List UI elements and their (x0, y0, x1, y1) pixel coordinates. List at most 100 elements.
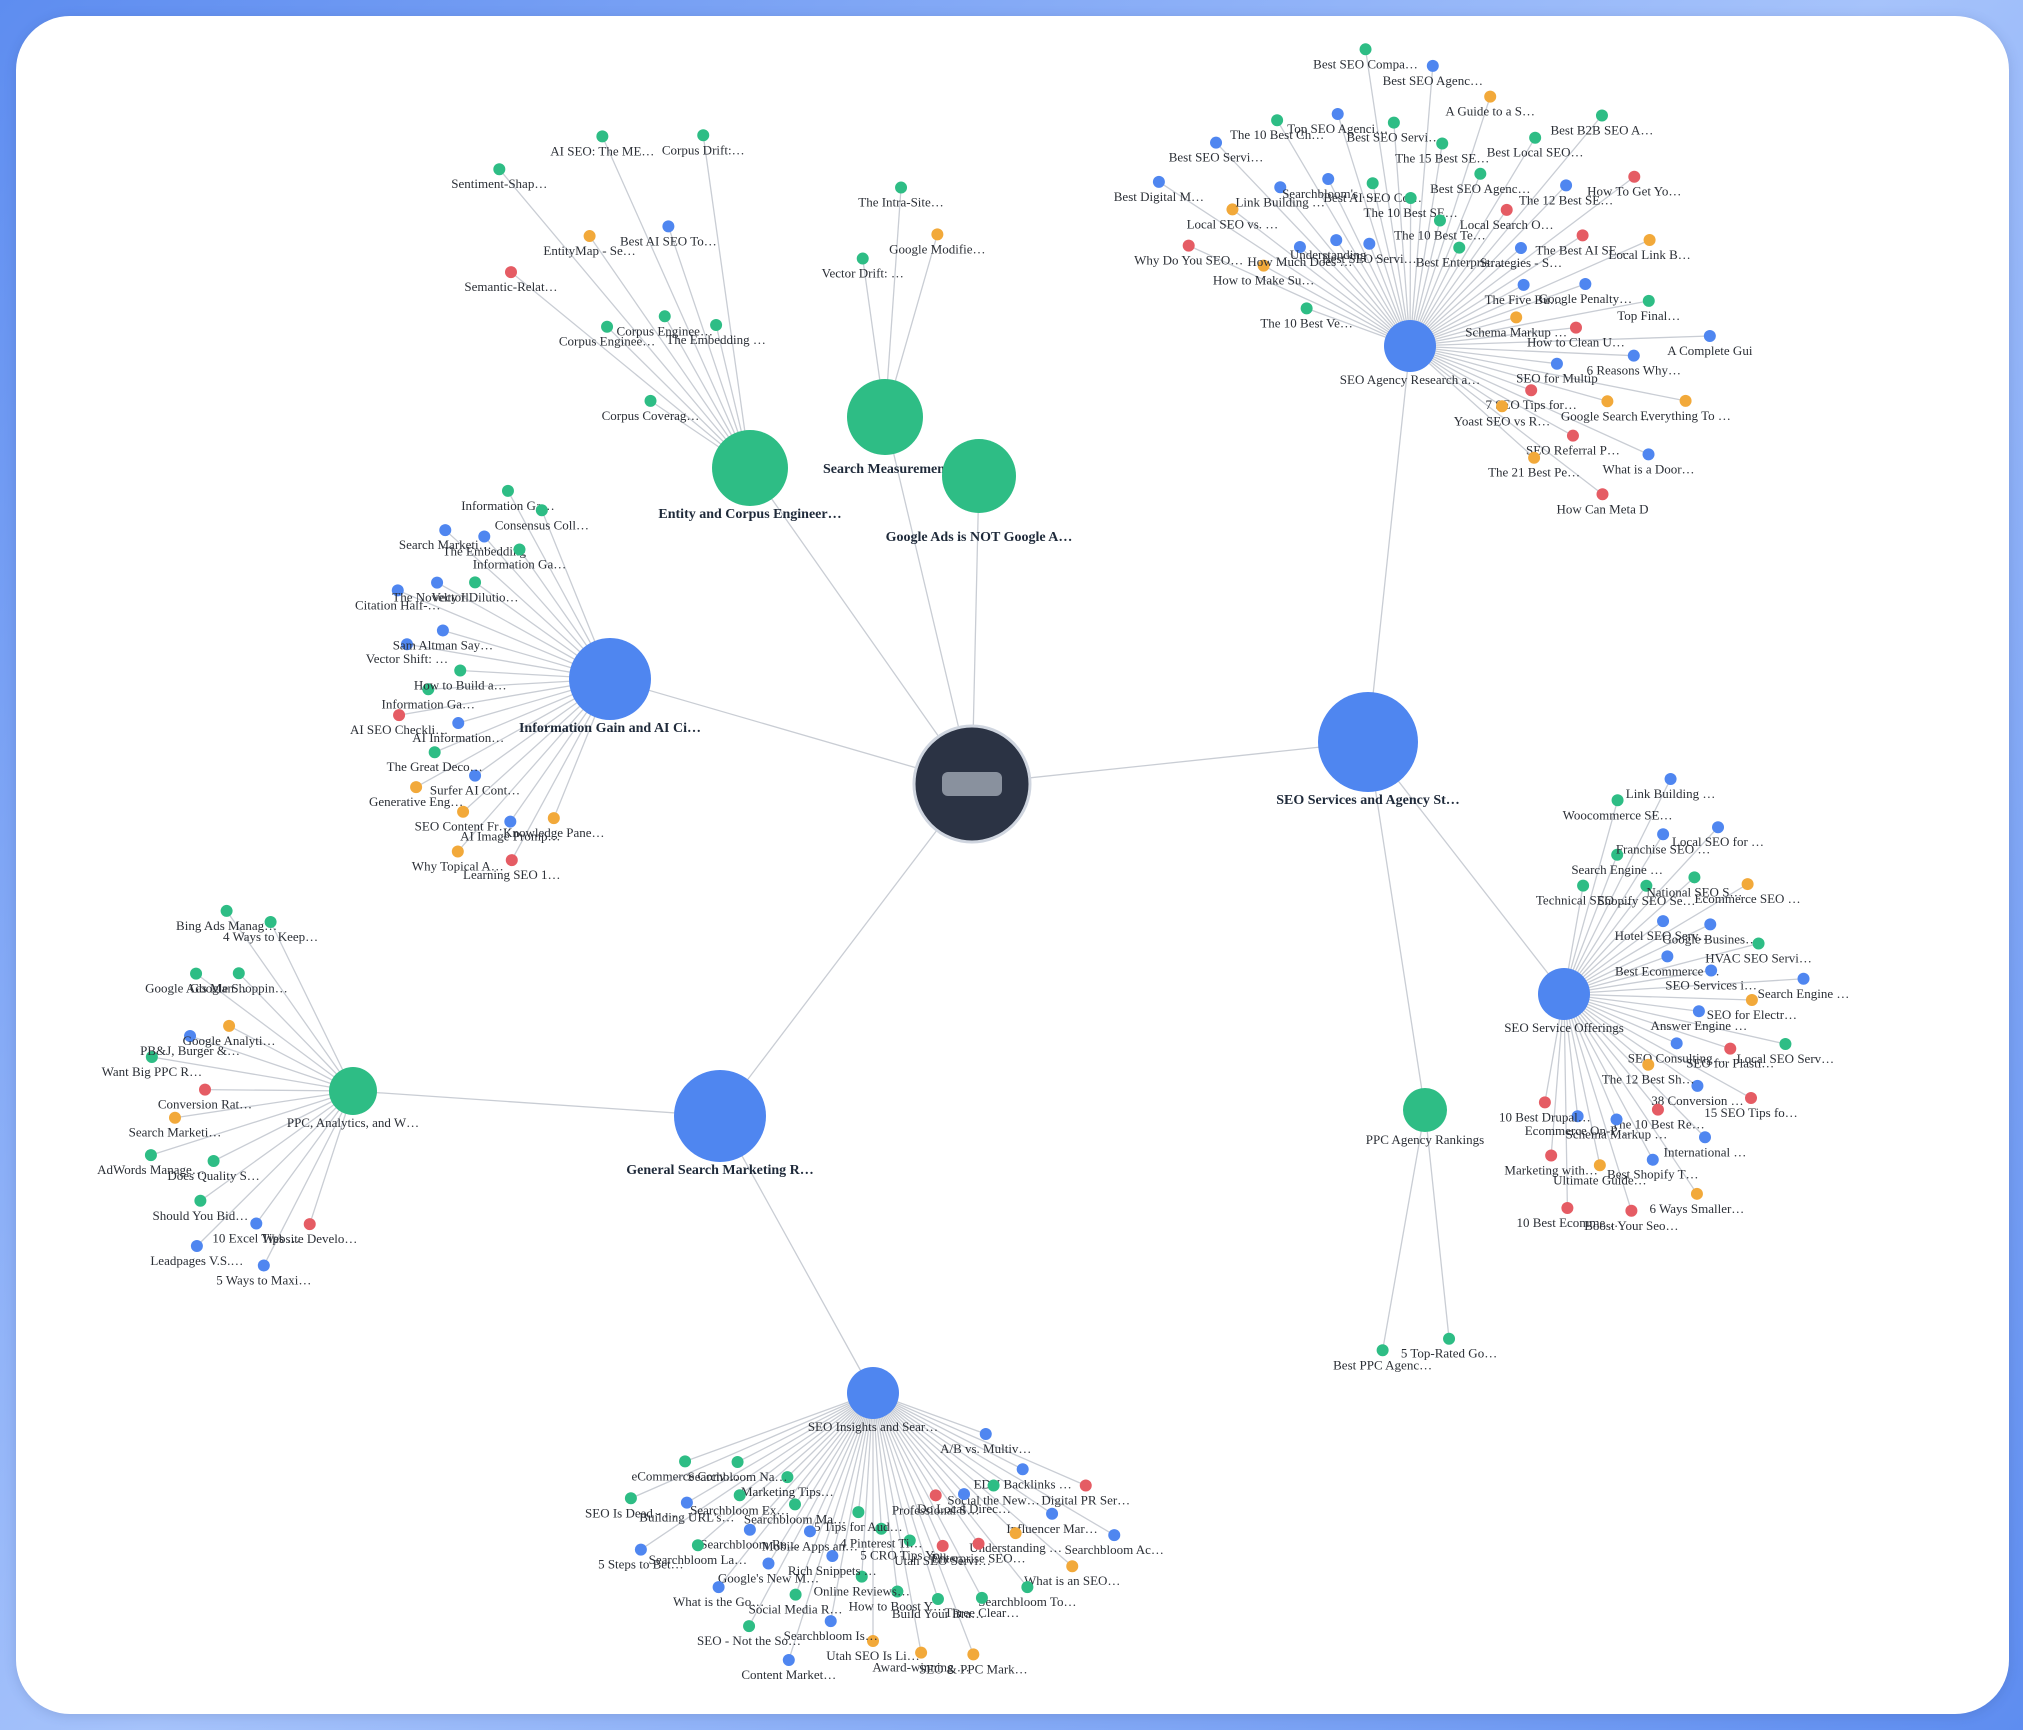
leaf-node[interactable]: Best SEO Servi… (1347, 116, 1442, 145)
leaf-node-dot[interactable] (1596, 488, 1609, 501)
leaf-node-dot[interactable] (505, 854, 518, 867)
leaf-node-dot[interactable] (1300, 302, 1313, 315)
leaf-node[interactable]: Google Modifie… (889, 228, 986, 256)
leaf-node[interactable]: Sam Altman Say… (393, 624, 493, 652)
leaf-node-dot[interactable] (972, 1537, 985, 1550)
leaf-node-dot[interactable] (431, 576, 444, 589)
leaf-node[interactable]: The Novelty Il… (392, 576, 482, 605)
leaf-node-dot[interactable] (803, 1525, 816, 1538)
leaf-node-dot[interactable] (1257, 259, 1270, 272)
leaf-node[interactable]: 5 Top-Rated Go… (1401, 1332, 1497, 1361)
leaf-node-dot[interactable] (1404, 192, 1417, 205)
leaf-node-dot[interactable] (1625, 1204, 1638, 1217)
leaf-node-dot[interactable] (1426, 59, 1439, 72)
leaf-node-dot[interactable] (1079, 1479, 1092, 1492)
leaf-node[interactable]: Local SEO vs. … (1187, 203, 1279, 231)
leaf-node-dot[interactable] (929, 1489, 942, 1502)
leaf-node-dot[interactable] (679, 1455, 692, 1468)
leaf-node[interactable]: Google's New M… (718, 1557, 819, 1586)
leaf-node-dot[interactable] (1363, 237, 1376, 250)
leaf-node[interactable]: Vector Shift: … (366, 638, 448, 666)
leaf-node[interactable]: How To Get Yo… (1587, 170, 1681, 199)
leaf-node-dot[interactable] (1745, 993, 1758, 1006)
leaf-node-dot[interactable] (789, 1588, 802, 1601)
leaf-node[interactable]: AI Information… (412, 717, 504, 745)
leaf-node[interactable]: The Great Deco… (387, 746, 483, 774)
leaf-node[interactable]: Semantic-Relat… (464, 266, 558, 294)
leaf-node[interactable]: A/B vs. Multiv… (940, 1428, 1031, 1456)
leaf-node[interactable]: Build Your Bra… (892, 1593, 984, 1621)
subcluster-node-ppc-agency-rankings[interactable]: PPC Agency Rankings (1366, 1088, 1484, 1147)
leaf-node-dot[interactable] (1661, 950, 1674, 963)
leaf-node[interactable]: Google Penalty… (1539, 277, 1633, 306)
leaf-node[interactable]: Top Final… (1617, 294, 1680, 323)
leaf-node[interactable]: How to Make Su… (1213, 259, 1314, 288)
leaf-node-dot[interactable] (1679, 394, 1692, 407)
leaf-node-dot[interactable] (1046, 1507, 1059, 1520)
leaf-node[interactable]: SEO & PPC Mark… (919, 1648, 1028, 1676)
leaf-node[interactable]: Best SEO Servi… (1322, 237, 1417, 266)
leaf-node-dot[interactable] (184, 1029, 197, 1042)
leaf-node-dot[interactable] (1692, 1005, 1705, 1018)
leaf-node[interactable]: Enterprise SEO… (931, 1537, 1026, 1566)
leaf-node-dot[interactable] (979, 1428, 992, 1441)
leaf-node[interactable]: Sentiment-Shap… (451, 163, 547, 191)
leaf-node[interactable]: The Five Bu… (1485, 278, 1563, 307)
subcluster-node-ppc-analytics[interactable]: PPC, Analytics, and W… (287, 1067, 419, 1130)
leaf-node-dot[interactable] (1670, 1037, 1683, 1050)
leaf-node[interactable]: Corpus Coverag… (602, 394, 700, 423)
leaf-node-dot[interactable] (634, 1543, 647, 1556)
leaf-node-dot[interactable] (1627, 349, 1640, 362)
leaf-node-dot[interactable] (190, 1240, 203, 1253)
leaf-node-dot[interactable] (762, 1557, 775, 1570)
leaf-node-dot[interactable] (1016, 1463, 1029, 1476)
leaf-node-dot[interactable] (1657, 915, 1670, 928)
leaf-node-dot[interactable] (504, 815, 517, 828)
leaf-node-dot[interactable] (1712, 821, 1725, 834)
leaf-node-dot[interactable] (1009, 1527, 1022, 1540)
leaf-node[interactable]: Utah SEO Servi… (894, 1539, 991, 1568)
leaf-node[interactable]: What is an SEO… (1024, 1560, 1120, 1588)
leaf-node[interactable]: Marketing with… (1504, 1149, 1598, 1177)
leaf-node[interactable]: Leadpages V.S.… (150, 1240, 243, 1268)
subcluster-node-circle[interactable] (329, 1067, 377, 1115)
leaf-node[interactable]: Search Marketi… (129, 1111, 222, 1140)
leaf-node-dot[interactable] (1691, 1079, 1704, 1092)
leaf-node-dot[interactable] (975, 1591, 988, 1604)
leaf-node[interactable]: Link Building … (1626, 772, 1716, 801)
leaf-node-dot[interactable] (1642, 448, 1655, 461)
leaf-node[interactable]: Does Quality S… (167, 1155, 260, 1183)
leaf-node-dot[interactable] (232, 967, 245, 980)
leaf-node-dot[interactable] (936, 1539, 949, 1552)
leaf-node-dot[interactable] (194, 1194, 207, 1207)
leaf-node-dot[interactable] (1704, 918, 1717, 931)
leaf-node[interactable]: The Intra-Site… (858, 181, 944, 210)
leaf-node[interactable]: The 12 Best Sh… (1602, 1058, 1695, 1087)
leaf-node-dot[interactable] (1517, 278, 1530, 291)
leaf-node[interactable]: Searchbloom Is… (784, 1615, 878, 1643)
leaf-node-dot[interactable] (1576, 229, 1589, 242)
leaf-node-dot[interactable] (903, 1534, 916, 1547)
leaf-node-dot[interactable] (788, 1498, 801, 1511)
root-node[interactable] (912, 724, 1032, 844)
leaf-node[interactable]: Information Ga… (473, 543, 567, 571)
leaf-node[interactable]: Do Local Direc… (917, 1488, 1011, 1516)
leaf-node[interactable]: The 10 Best Ch… (1230, 114, 1324, 142)
subcluster-node-circle[interactable] (1403, 1088, 1447, 1132)
leaf-node-dot[interactable] (1538, 1096, 1551, 1109)
leaf-node[interactable]: Understanding … (1290, 234, 1383, 262)
leaf-node-dot[interactable] (303, 1218, 316, 1231)
leaf-node[interactable]: Searchbloom Re… (700, 1523, 800, 1552)
leaf-node[interactable]: Best SEO Agenc… (1430, 167, 1531, 196)
leaf-node[interactable]: Online Reviews… (814, 1570, 910, 1599)
leaf-node-dot[interactable] (931, 1593, 944, 1606)
leaf-node-dot[interactable] (1797, 972, 1810, 985)
leaf-node[interactable]: Best Ecommerce … (1615, 950, 1720, 978)
leaf-node[interactable]: Shopify SEO Se… (1597, 879, 1695, 908)
leaf-node-dot[interactable] (1560, 179, 1573, 192)
leaf-node-dot[interactable] (1724, 1042, 1737, 1055)
hub-node-circle[interactable] (942, 439, 1016, 513)
leaf-node[interactable]: The 12 Best SE… (1519, 179, 1613, 207)
leaf-node-dot[interactable] (1359, 43, 1372, 56)
leaf-node-dot[interactable] (733, 1489, 746, 1502)
